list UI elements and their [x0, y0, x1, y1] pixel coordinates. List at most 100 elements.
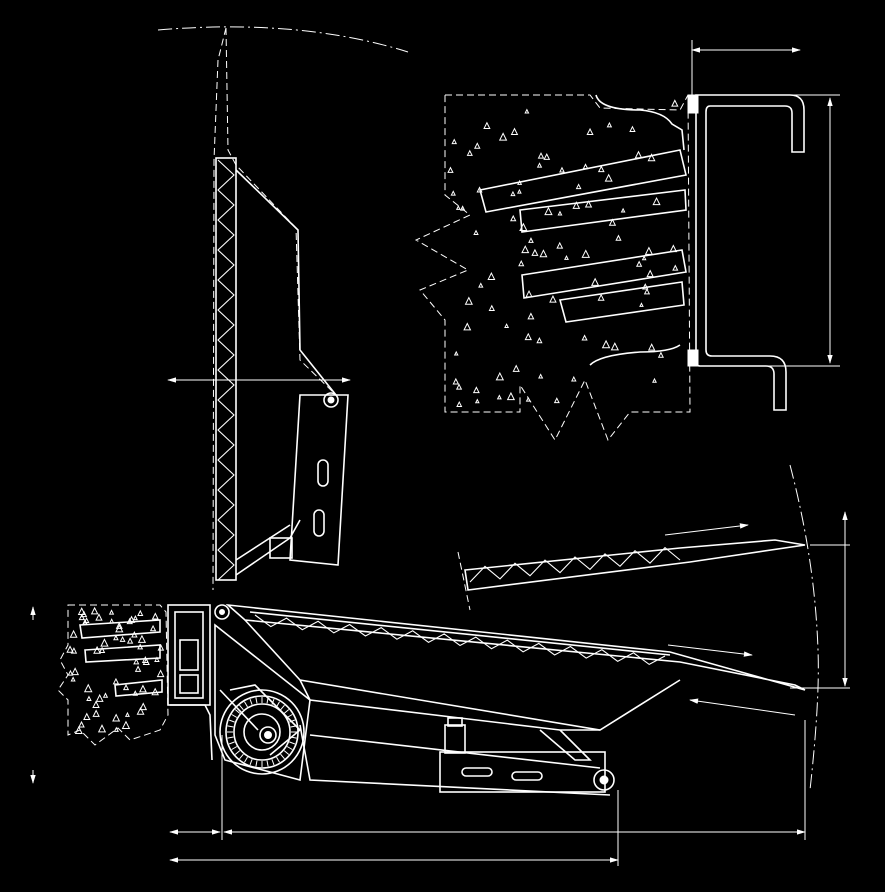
- concrete-speck: [557, 210, 563, 216]
- concrete-speck: [113, 726, 119, 732]
- concrete-speck: [473, 229, 479, 236]
- concrete-speck: [78, 613, 86, 621]
- drum-tick: [283, 709, 290, 714]
- concrete-speck: [652, 196, 661, 206]
- concrete-speck: [527, 312, 535, 320]
- drum-tick: [244, 756, 248, 763]
- concrete-speck: [95, 693, 104, 702]
- concrete-speck: [126, 637, 134, 644]
- drum-tick: [286, 714, 293, 718]
- concrete-speck: [647, 153, 656, 162]
- concrete-speck: [459, 205, 466, 211]
- concrete-speck: [134, 665, 142, 672]
- drum-tick: [283, 750, 290, 755]
- drum-tick: [255, 760, 258, 767]
- drum-tick: [249, 698, 253, 705]
- concrete-speck: [115, 624, 124, 633]
- concrete-speck: [553, 397, 560, 404]
- concrete-speck: [496, 394, 502, 400]
- drum-tick: [231, 714, 238, 718]
- concrete-speck: [581, 249, 591, 258]
- concrete-speck: [601, 339, 611, 349]
- detail-dimensions: [691, 40, 840, 367]
- concrete-speck: [518, 260, 525, 267]
- concrete-speck: [539, 249, 548, 258]
- concrete-speck: [536, 337, 543, 344]
- concrete-speck: [572, 201, 581, 209]
- detail-view: [414, 94, 805, 442]
- concrete-speck: [122, 683, 130, 691]
- drum-tick: [231, 746, 238, 750]
- concrete-speck: [78, 720, 85, 728]
- concrete-speck: [488, 304, 495, 312]
- drum-tick: [286, 746, 293, 750]
- drum-tick: [266, 760, 269, 767]
- concrete-speck: [447, 166, 454, 173]
- drum-tick: [239, 704, 244, 711]
- concrete-speck: [590, 277, 600, 286]
- drum-tick: [227, 736, 234, 739]
- concrete-speck: [571, 375, 577, 382]
- concrete-speck: [450, 190, 456, 196]
- drum-tick: [289, 719, 296, 723]
- concrete-speck: [97, 724, 107, 733]
- drum-tick: [280, 753, 285, 760]
- concrete-speck: [108, 609, 115, 615]
- concrete-speck: [139, 702, 148, 711]
- drum-tick: [276, 701, 280, 708]
- concrete-speck: [606, 121, 613, 128]
- concrete-speck: [98, 646, 106, 654]
- concrete-speck: [657, 351, 664, 358]
- concrete-speck: [149, 624, 157, 632]
- concrete-speck: [66, 645, 74, 653]
- concrete-speck: [584, 200, 593, 208]
- concrete-speck: [510, 127, 519, 136]
- concrete-speck: [644, 246, 654, 255]
- concrete-speck: [506, 391, 516, 401]
- concrete-speck: [510, 214, 517, 222]
- concrete-speck: [154, 656, 160, 663]
- concrete-speck: [581, 334, 588, 341]
- concrete-speck: [472, 386, 480, 394]
- concrete-speck: [83, 712, 91, 720]
- lip-extended: [457, 511, 850, 716]
- bottom-dimensions: [169, 720, 806, 866]
- drum-tick: [255, 697, 258, 704]
- concrete-speck: [82, 618, 88, 625]
- concrete-speck: [586, 127, 594, 136]
- concrete-speck: [604, 173, 613, 182]
- concrete-speck: [564, 254, 569, 260]
- concrete-speck: [559, 166, 565, 173]
- concrete-speck: [652, 377, 657, 383]
- drum-tick: [266, 697, 269, 704]
- concrete-speck: [536, 162, 543, 168]
- raised-platform: [212, 27, 337, 591]
- drum-tick: [290, 736, 297, 739]
- concrete-speck: [151, 612, 159, 620]
- drum-tick: [234, 750, 241, 755]
- concrete-speck: [641, 255, 647, 261]
- concrete-speck: [112, 677, 120, 685]
- drum-tick: [290, 725, 297, 728]
- concrete-speck: [137, 634, 147, 643]
- drum-tick: [228, 741, 235, 745]
- concrete-speck: [67, 669, 74, 676]
- concrete-speck: [102, 692, 109, 698]
- concrete-speck: [672, 264, 679, 271]
- drum-tick: [239, 753, 244, 760]
- concrete-speck: [119, 635, 126, 642]
- concrete-speck: [92, 709, 100, 717]
- concrete-speck: [597, 165, 605, 173]
- concrete-speck: [620, 207, 626, 213]
- concrete-speck: [80, 610, 88, 618]
- concrete-speck: [464, 296, 473, 305]
- support-arm: [235, 392, 349, 576]
- concrete-speck: [70, 676, 76, 682]
- concrete-speck: [639, 302, 644, 307]
- concrete-speck: [610, 342, 619, 351]
- concrete-speck: [70, 647, 78, 654]
- concrete-speck: [452, 377, 460, 385]
- concrete-speck: [90, 606, 99, 615]
- concrete-speck: [634, 150, 643, 159]
- concrete-speck: [608, 218, 617, 226]
